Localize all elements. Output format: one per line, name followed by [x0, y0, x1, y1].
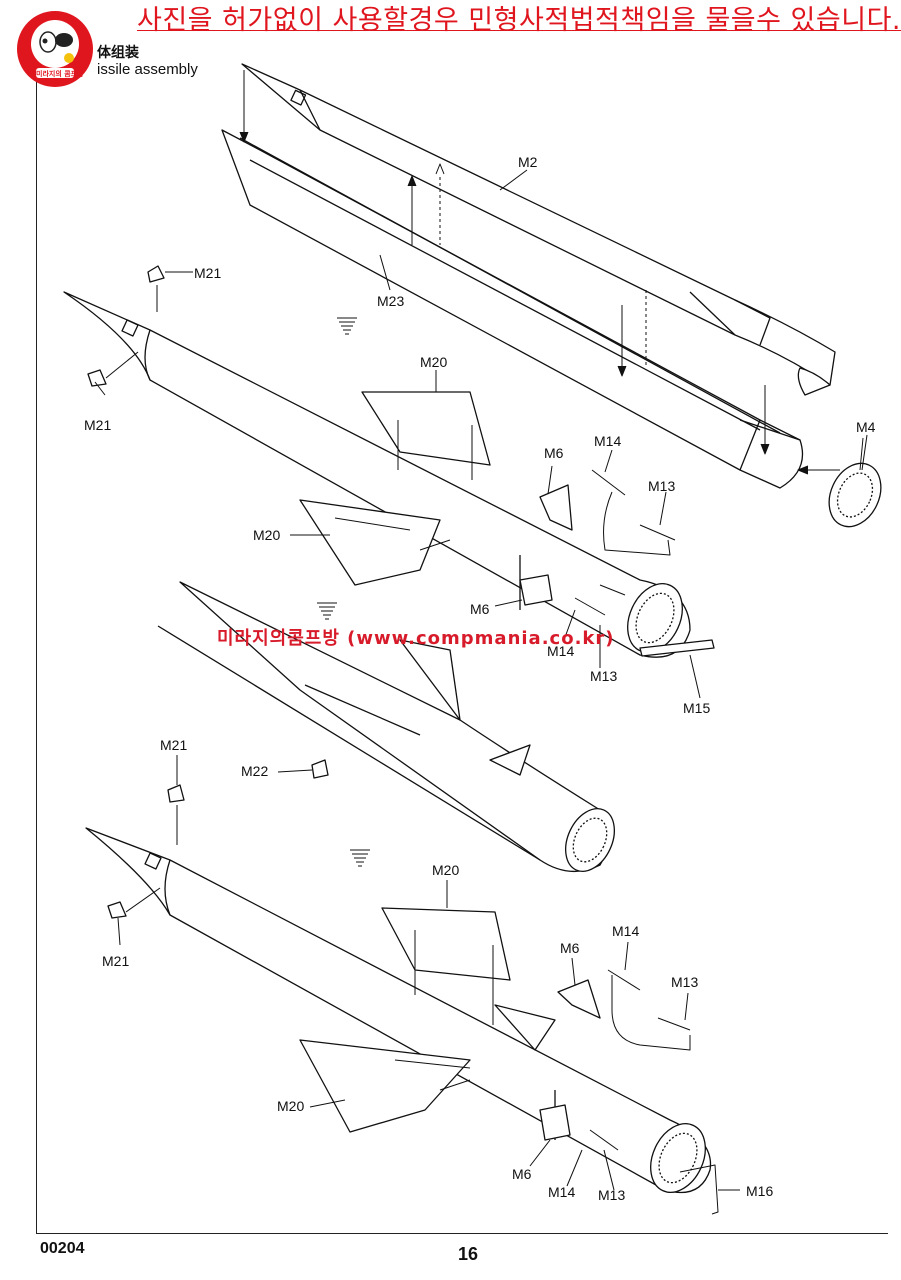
rods-m14-m13-step4	[589, 969, 719, 1215]
rod-m15	[639, 639, 715, 657]
step4-leader-lines	[117, 755, 740, 1191]
fin-m20-top-step4	[381, 907, 511, 1025]
section-title-cn: 体组装	[97, 45, 139, 61]
small-fin-m21-top	[147, 265, 165, 312]
page-number: 16	[458, 1244, 479, 1264]
step-arrow-3	[350, 849, 370, 867]
missile-upper-half	[241, 63, 836, 396]
part-label-m22: M22	[241, 763, 269, 779]
part-label-m14: M14	[594, 433, 622, 449]
fin-m20-side-step4	[299, 1039, 471, 1133]
step1-guide-arrows	[239, 70, 840, 475]
small-fin-m21-top-step4	[167, 784, 185, 845]
part-label-m4: M4	[856, 419, 876, 435]
missile-body-step2	[63, 291, 691, 658]
step1-leader-lines	[379, 169, 868, 471]
part-label-m20: M20	[277, 1098, 305, 1114]
copyright-watermark: 사진을 허가없이 사용할경우 민형사적법적책임을 물을수 있습니다.	[136, 5, 901, 36]
part-label-m20: M20	[420, 354, 448, 370]
part-label-m13: M13	[648, 478, 676, 494]
brand-stamp-logo	[17, 11, 93, 87]
part-label-m16: M16	[746, 1183, 774, 1199]
section-title-en: issile assembly	[97, 61, 198, 78]
step-arrow-1	[337, 317, 357, 335]
fin-m20-top	[361, 391, 491, 480]
small-fin-m21-side	[87, 351, 139, 387]
page-frame	[36, 28, 888, 1234]
part-label-m6: M6	[560, 940, 580, 956]
ring-part-m4	[828, 462, 882, 528]
part-label-m20: M20	[432, 862, 460, 878]
part-label-m21: M21	[160, 737, 188, 753]
part-label-m21: M21	[84, 417, 112, 433]
fin-m20-side	[299, 499, 451, 586]
step-arrow-2	[317, 602, 337, 620]
brand-stamp-text: 미라지의 콤프방	[36, 70, 84, 78]
part-label-m14: M14	[548, 1184, 576, 1200]
missile-rear-section	[157, 581, 615, 873]
part-label-m13: M13	[590, 668, 618, 684]
part-label-m15: M15	[683, 700, 711, 716]
small-fin-m21-side-step4	[107, 887, 161, 919]
part-label-m6: M6	[470, 601, 490, 617]
rods-m14-m13	[574, 469, 676, 616]
part-label-m14: M14	[612, 923, 640, 939]
bracket-m6-step4	[539, 979, 601, 1141]
bracket-m6	[519, 484, 573, 606]
step2-leader-lines	[94, 271, 864, 699]
part-label-m6: M6	[544, 445, 564, 461]
part-label-m21: M21	[102, 953, 130, 969]
part-label-m2: M2	[518, 154, 538, 170]
product-code: 00204	[40, 1240, 85, 1257]
part-label-m13: M13	[671, 974, 699, 990]
part-label-m13: M13	[598, 1187, 626, 1203]
missile-lower-half	[221, 129, 804, 489]
part-m22	[277, 759, 329, 779]
site-watermark: 미라지의콤프방 (www.compmania.co.kr)	[217, 628, 615, 649]
part-label-m14: M14	[547, 643, 575, 659]
part-label-m6: M6	[512, 1166, 532, 1182]
missile-body-step4	[85, 827, 712, 1194]
part-label-m23: M23	[377, 293, 405, 309]
part-label-m21: M21	[194, 265, 222, 281]
part-label-m20: M20	[253, 527, 281, 543]
